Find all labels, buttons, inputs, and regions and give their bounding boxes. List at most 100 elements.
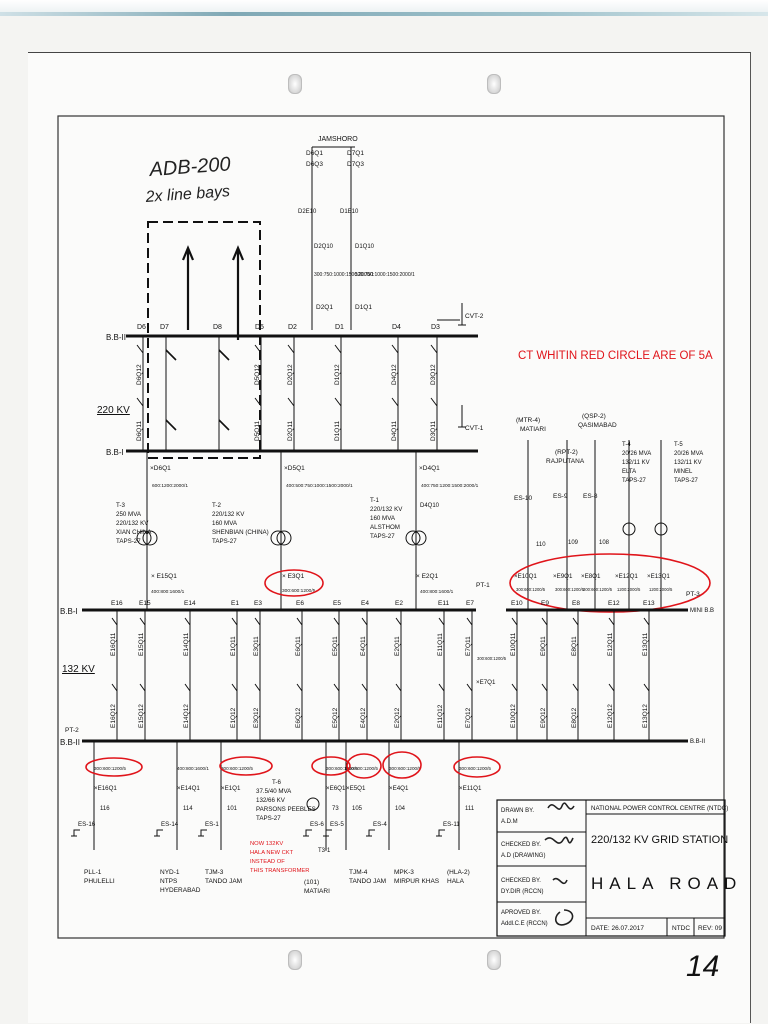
bay-label: D7 [160,324,169,331]
disconnector-icon [184,617,191,692]
transformer-spec: XIAN CHINA [116,529,152,536]
pt-label: PT-3 [686,591,700,598]
title-field-value: A.D (DRAWING) [501,853,545,859]
earth-icon [198,829,207,837]
isolator-label: E3Q12 [253,707,260,728]
transformer-spec: 132/11 KV [622,460,650,466]
ct-ratio-label: 1200:2000/5 [617,587,641,592]
page-number: 14 [686,950,719,983]
feeder-number: 108 [599,540,610,546]
feeder-name: QASIMABAD [578,422,617,429]
disconnector-icon [287,344,295,407]
feeder-name: MPK-3 [394,869,414,876]
transformer-spec: TAPS-27 [622,478,647,484]
transformer-spec: 160 MVA [370,515,396,522]
earth-switch-label: ES-1 [205,821,219,828]
pt-label: PT-1 [476,582,490,589]
transformer-spec: 220/132 KV [116,520,149,527]
bay-label: E9 [541,600,549,607]
feeder-name: (HLA-2) [447,869,470,876]
ct-annotation: CT WHITIN RED CIRCLE ARE OF 5A [518,350,713,362]
bay-label: E1 [231,600,239,607]
bay-label: D3 [431,324,440,331]
transformer-spec: 132/11 KV [674,460,702,466]
feeder-name: PHULELLI [84,878,115,885]
transformer-spec: TAPS-27 [370,533,395,540]
earth-switch-label: ES-4 [373,821,387,828]
ct-ratio-label: 600:1200:2000/1 [152,483,188,489]
isolator-label: D5Q12 [254,364,261,385]
disconnector-icon [466,617,473,692]
isolator-label: E1Q11 [230,636,237,656]
station-name: HALA ROAD [591,874,742,893]
isolator-label: D2Q12 [287,364,294,385]
ct-ratio-label: 300:600:1200/5 [346,766,378,771]
disconnector-icon [361,617,368,692]
breaker-label: × E3Q1 [282,573,305,580]
transformer-icon [622,522,636,536]
feeder-number: 101 [227,806,238,812]
disconnector-icon [608,617,615,692]
disconnector-icon [643,617,650,692]
transformer-note: INSTEAD OF [250,859,285,865]
disconnector-icon [136,344,144,407]
feeder-name: MATIARI [304,888,330,895]
transformer-spec: T-4 [622,442,631,448]
isolator-label: E1Q12 [230,707,237,728]
breaker-label: ×E5Q1 [346,785,366,792]
disconnector-icon [572,617,579,692]
transformer-bays: ×D6Q1600:1200:2000/1×D5Q1400:500:750:100… [116,451,490,610]
earth-switch-label: ES-6 [310,821,324,828]
isolator-label: E3Q11 [253,636,260,656]
breaker-label: × E15Q1 [151,573,177,580]
scan-top-line [0,12,768,16]
feeder-name: TJM-3 [205,869,224,876]
ct-ratio-label: 300:600:1200/5 [583,587,613,592]
bay-label: D6 [137,324,146,331]
feeder-name: MATIARI [520,426,546,433]
isolator-label: E13Q11 [642,632,649,656]
isolator-label: D2Q11 [287,421,294,441]
breaker-label: ×E11Q1 [459,785,482,792]
feeder-name: TANDO JAM [349,878,386,885]
breaker-label: ×E6Q1 [326,785,346,792]
drawing-sheet [28,52,751,1023]
transformer-winding-icon [405,530,421,546]
isolator-label: E7Q12 [465,707,472,728]
breaker-label: D1Q1 [355,304,372,311]
bay-label: E15 [139,600,151,607]
breaker-label: ×D4Q1 [419,465,440,472]
isolator-label: E12Q12 [607,704,614,728]
isolator-label: E5Q11 [332,636,339,656]
proposed-bays-outline [147,221,261,459]
signature-marks [544,802,575,926]
pt-label: PT-2 [65,727,79,734]
isolator-label: E11Q11 [437,633,444,656]
isolator-label: E7Q11 [465,636,472,656]
isolator-label: D3Q11 [430,421,437,441]
isolator-label: D1Q11 [334,421,341,441]
punch-hole [487,74,501,94]
earth-switch-label: ES-8 [583,493,598,500]
bay-label: E14 [184,600,196,607]
organization-name: NATIONAL POWER CONTROL CENTRE (NTDC) [591,805,728,812]
isolator-label: E16Q11 [110,632,117,656]
ct-ratio-label: 300:600:1200/5 [459,766,491,771]
breaker-label: ×E9Q1 [553,573,573,580]
ct-ratio-label: 400:800:1600/1 [420,589,454,595]
isolator-label: E14Q12 [183,704,190,728]
transformer-spec: 37.5/40 MVA [256,788,292,795]
revision: REV: 09 [698,925,722,932]
isolator-label: E15Q11 [138,632,145,656]
disconnector-icon [139,617,146,692]
bay-label: D2 [288,324,297,331]
ct-ratio-label: 400:800:1600/1 [177,766,209,771]
earth-switch-label: ES-11 [443,821,460,828]
earth-switch-label: ES-16 [78,821,96,828]
handwritten-note: 2x line bays [144,183,230,206]
handwritten-note: ADB-200 [148,153,231,181]
disconnector-icon [438,617,445,692]
transformer-spec: SHENBIAN (CHINA) [212,529,269,536]
feeder-number: 110 [536,542,546,548]
